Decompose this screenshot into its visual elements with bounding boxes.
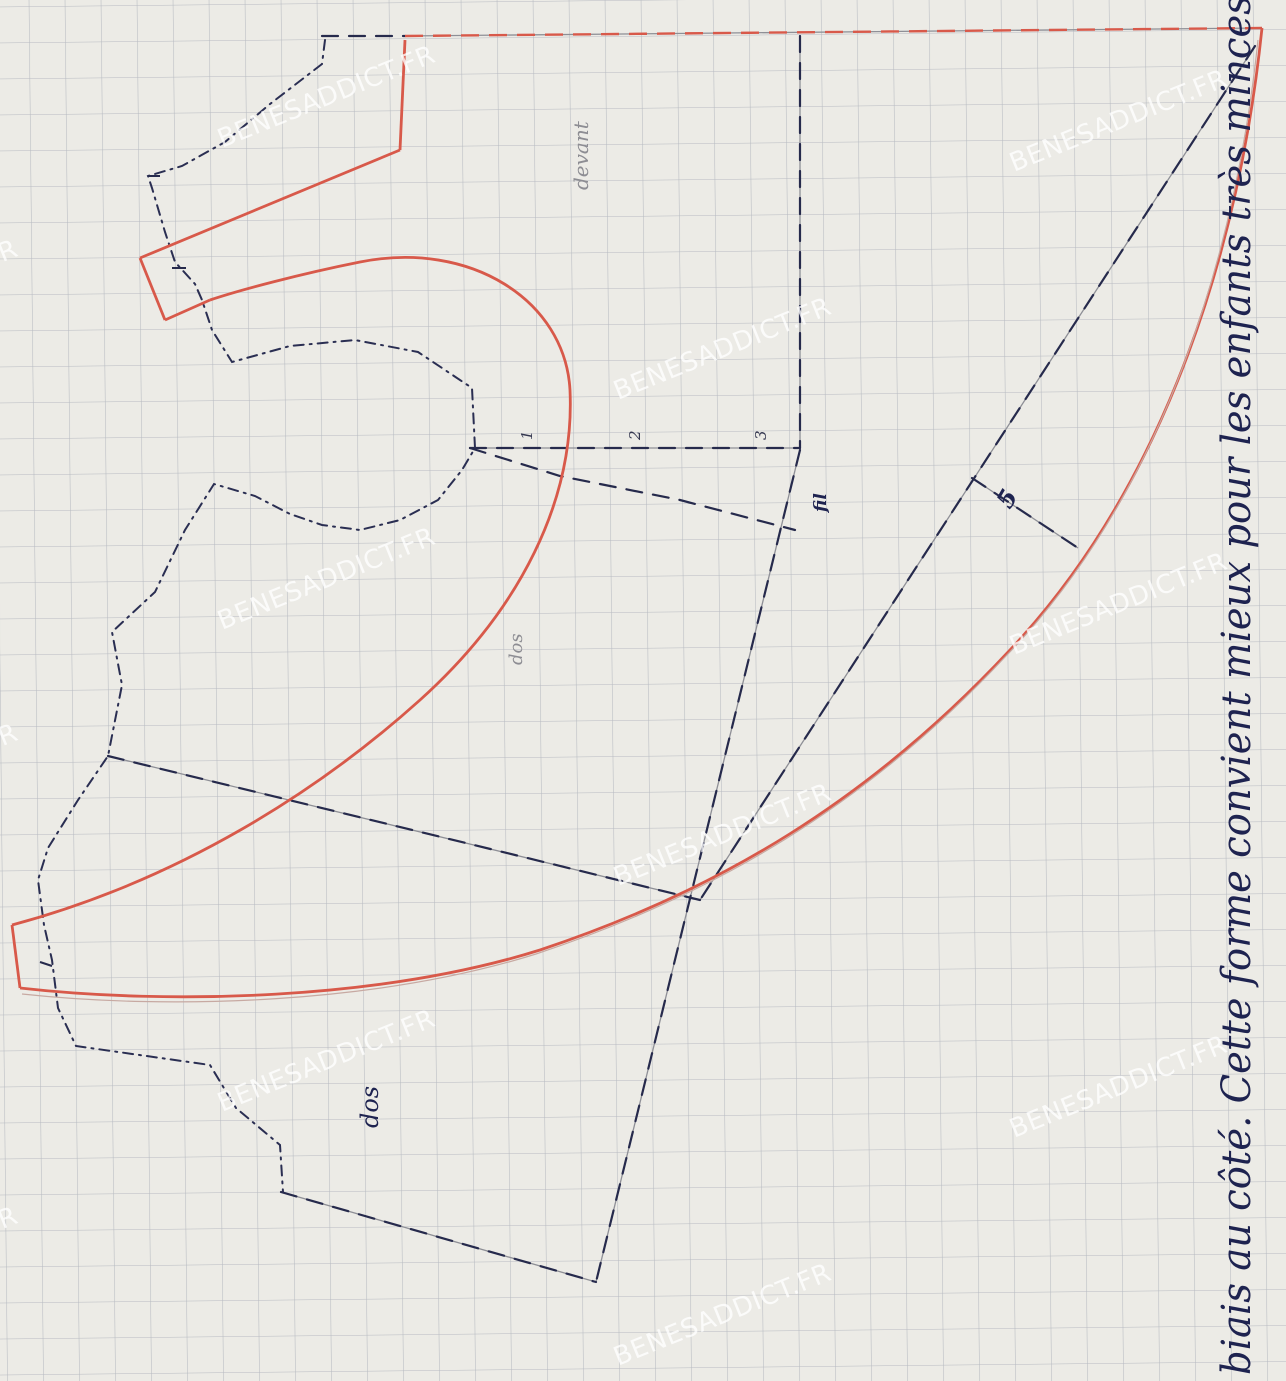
mark-2: 2 [626, 430, 644, 441]
dash-dot-outline [36, 39, 477, 1193]
label-dos-upper: dos [506, 633, 527, 665]
top-red-dashed-line [404, 26, 1263, 38]
label-devant: devant [569, 120, 593, 190]
label-dos-lower: dos [356, 1086, 384, 1128]
red-curve-echo [21, 39, 1259, 1003]
mark-3: 3 [752, 430, 770, 440]
tick-marks [39, 175, 186, 967]
handwritten-note: biais au côté. Cette forme convient mieu… [1214, 0, 1260, 1375]
mark-1: 1 [518, 430, 536, 440]
text-labels: devant dos dos fil 5 1 2 3 biais au côté… [356, 0, 1260, 1375]
dashed-lines [106, 34, 1257, 1284]
label-fil: fil [811, 493, 831, 513]
